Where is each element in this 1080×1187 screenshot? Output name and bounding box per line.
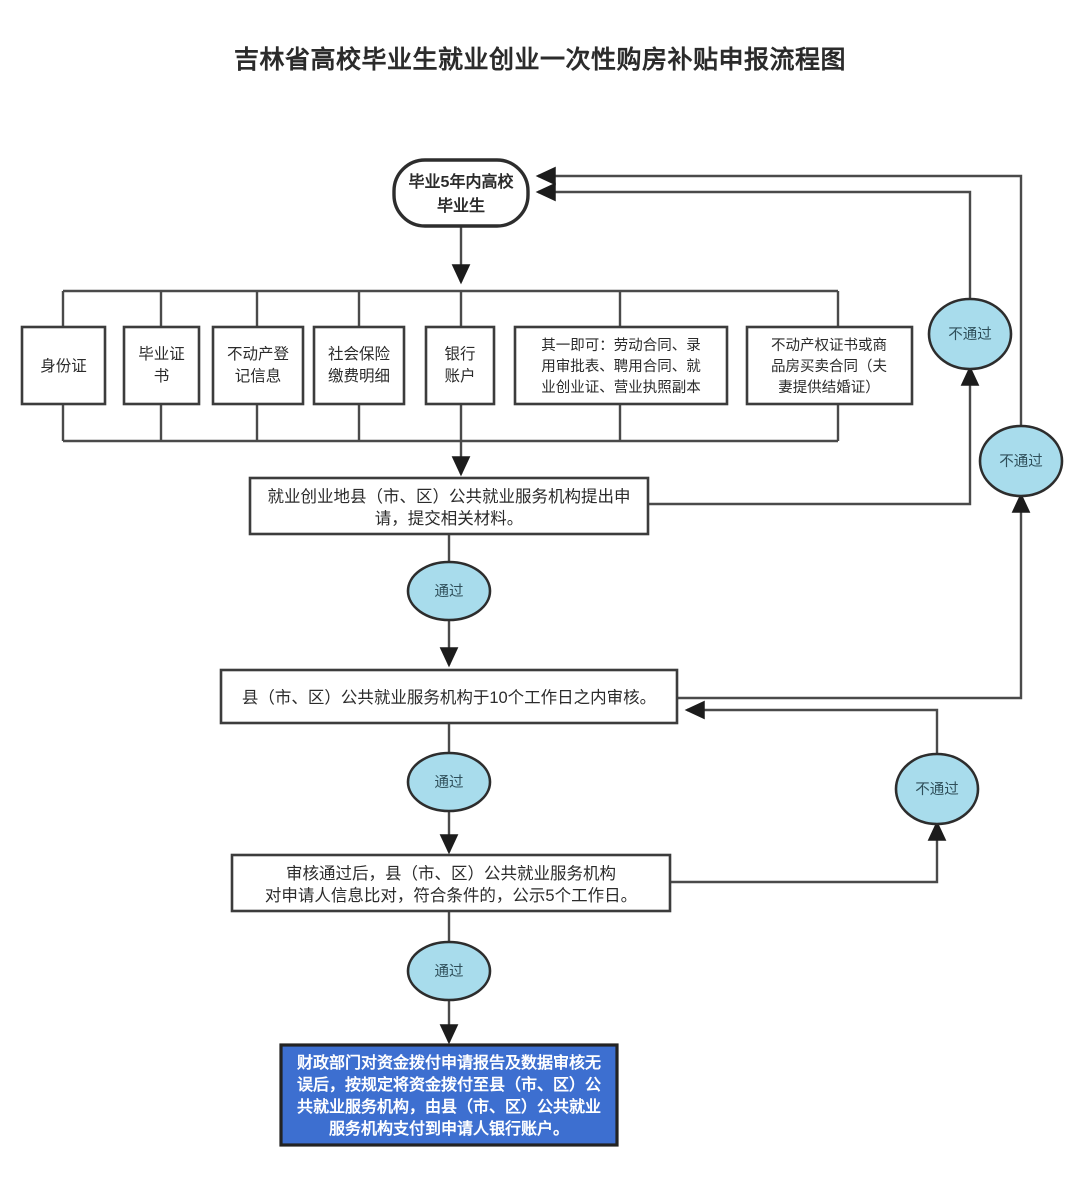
- edge-fail2-to-start: [535, 166, 1023, 427]
- decision-label: 通过: [435, 774, 464, 791]
- document-label: 毕业证: [138, 345, 185, 363]
- decision-label: 通过: [435, 963, 464, 980]
- process-label: 县（市、区）公共就业服务机构于10个工作日之内审核。: [242, 688, 656, 707]
- final-node-label: 共就业服务机构，由县（市、区）公共就业: [297, 1097, 601, 1116]
- document-label: 品房买卖合同（夫: [771, 358, 887, 375]
- start-node-label-line1: 毕业5年内高校: [409, 172, 515, 191]
- node-decision-fail-2[interactable]: 不通过: [978, 424, 1064, 498]
- document-label: 记信息: [235, 367, 282, 385]
- edge-fail1-to-start: [535, 182, 972, 300]
- document-label: 缴费明细: [328, 367, 390, 385]
- documents-bottom-bracket: [61, 404, 840, 477]
- node-decision-pass-3[interactable]: 通过: [406, 940, 492, 1002]
- node-decision-fail-3[interactable]: 不通过: [894, 752, 980, 826]
- edge-process3-to-fail3: [670, 820, 947, 884]
- decision-label: 不通过: [915, 781, 959, 798]
- edge-process2-to-fail2: [677, 492, 1031, 700]
- process-label: 请，提交相关材料。: [375, 509, 524, 528]
- node-final-fund-disbursement[interactable]: 财政部门对资金拨付申请报告及数据审核无 误后，按规定将资金拨付至县（市、区）公 …: [279, 1043, 619, 1147]
- document-label: 不动产权证书或商: [771, 337, 887, 354]
- node-document-property-registration[interactable]: 不动产登 记信息: [211, 325, 305, 406]
- final-node-label: 误后，按规定将资金拨付至县（市、区）公: [297, 1075, 601, 1094]
- decision-label: 通过: [435, 583, 464, 600]
- document-label: 其一即可：劳动合同、录: [541, 337, 701, 354]
- start-node-label-line2: 毕业生: [437, 196, 485, 215]
- node-decision-fail-1[interactable]: 不通过: [927, 297, 1013, 371]
- document-label: 妻提供结婚证）: [778, 379, 880, 396]
- decision-label: 不通过: [948, 326, 992, 343]
- node-process-review-10-days[interactable]: 县（市、区）公共就业服务机构于10个工作日之内审核。: [219, 668, 679, 725]
- document-label: 书: [154, 367, 170, 385]
- document-label: 不动产登: [227, 345, 290, 363]
- node-process-publicity-5-days[interactable]: 审核通过后，县（市、区）公共就业服务机构 对申请人信息比对，符合条件的，公示5个…: [230, 853, 672, 913]
- documents-top-bracket: [61, 289, 840, 327]
- document-label: 社会保险: [328, 345, 391, 363]
- document-label: 身份证: [40, 357, 87, 375]
- final-node-label: 服务机构支付到申请人银行账户。: [329, 1119, 569, 1138]
- edge-process1-to-fail1: [648, 365, 980, 506]
- node-document-social-insurance[interactable]: 社会保险 缴费明细: [312, 325, 406, 406]
- edge-fail3-to-process2: [684, 700, 939, 754]
- node-document-id-card[interactable]: 身份证: [20, 325, 107, 406]
- node-decision-pass-1[interactable]: 通过: [406, 560, 492, 622]
- node-document-bank-account[interactable]: 银行 账户: [424, 325, 496, 406]
- process-label: 审核通过后，县（市、区）公共就业服务机构: [286, 864, 616, 883]
- node-document-employment-proof[interactable]: 其一即可：劳动合同、录 用审批表、聘用合同、就 业创业证、营业执照副本: [513, 325, 729, 406]
- node-document-diploma[interactable]: 毕业证 书: [122, 325, 201, 406]
- document-label: 银行: [444, 345, 475, 363]
- decision-label: 不通过: [999, 453, 1043, 470]
- node-document-property-certificate[interactable]: 不动产权证书或商 品房买卖合同（夫 妻提供结婚证）: [745, 325, 914, 406]
- document-label: 业创业证、营业执照副本: [541, 379, 701, 396]
- document-label: 账户: [444, 367, 475, 385]
- process-label: 就业创业地县（市、区）公共就业服务机构提出申: [268, 487, 631, 506]
- final-node-label: 财政部门对资金拨付申请报告及数据审核无: [296, 1053, 601, 1072]
- document-label: 用审批表、聘用合同、就: [541, 358, 701, 375]
- process-label: 对申请人信息比对，符合条件的，公示5个工作日。: [265, 886, 637, 905]
- node-process-submit-application[interactable]: 就业创业地县（市、区）公共就业服务机构提出申 请，提交相关材料。: [248, 476, 650, 536]
- page-title: 吉林省高校毕业生就业创业一次性购房补贴申报流程图: [233, 46, 846, 74]
- node-decision-pass-2[interactable]: 通过: [406, 751, 492, 813]
- node-start-graduate[interactable]: 毕业5年内高校 毕业生: [392, 158, 530, 228]
